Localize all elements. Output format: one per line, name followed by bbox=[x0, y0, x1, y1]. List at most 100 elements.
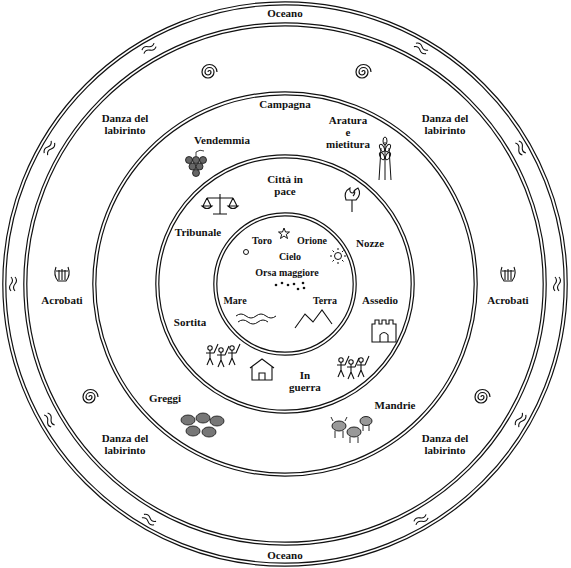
cow bbox=[332, 421, 346, 431]
wave-symbol bbox=[554, 277, 561, 291]
mountains bbox=[295, 310, 332, 328]
house bbox=[250, 359, 274, 380]
ring-line bbox=[27, 26, 543, 542]
wheat-grain bbox=[378, 152, 385, 161]
grape bbox=[189, 163, 196, 170]
cow-legs bbox=[331, 417, 369, 443]
dance-label: Acrobati bbox=[41, 294, 82, 306]
city-label: Nozze bbox=[356, 237, 384, 249]
sky-label: Cielo bbox=[279, 251, 301, 262]
torch-icon bbox=[345, 188, 360, 212]
dance-label: Danza del labirinto bbox=[99, 432, 151, 456]
tower-icon bbox=[372, 320, 396, 342]
ring-line bbox=[24, 23, 546, 545]
sheep bbox=[186, 426, 200, 436]
spiral-symbol bbox=[356, 65, 371, 79]
ring-line bbox=[93, 92, 477, 476]
ring-line bbox=[217, 216, 353, 352]
sortie-soldiers bbox=[206, 344, 240, 367]
spiral-symbol bbox=[202, 65, 217, 79]
ring-line bbox=[6, 5, 564, 563]
scales-icon bbox=[202, 194, 238, 214]
cattle-icon bbox=[331, 417, 372, 444]
country-label: Campagna bbox=[259, 98, 310, 110]
soldier-figure bbox=[347, 358, 359, 379]
city-label: In guerra bbox=[283, 369, 327, 393]
soldier-figure bbox=[217, 346, 229, 367]
sky-label: Toro bbox=[252, 235, 272, 246]
sheep bbox=[196, 413, 210, 423]
ring-band: Città in paceTribunaleNozzeAssedioSortit… bbox=[155, 154, 415, 414]
soldier-figure bbox=[206, 344, 218, 365]
grape bbox=[193, 170, 200, 177]
wheat-grain bbox=[384, 152, 391, 161]
torch bbox=[345, 188, 360, 212]
dance-label: Danza del labirinto bbox=[99, 112, 151, 136]
star-dot bbox=[293, 283, 296, 286]
house-icon bbox=[250, 359, 274, 380]
spirals bbox=[83, 65, 490, 404]
siege-soldiers bbox=[337, 356, 369, 379]
sun-symbol bbox=[335, 253, 342, 260]
ring-line bbox=[214, 213, 356, 355]
ring-line bbox=[96, 95, 474, 473]
lyre-symbol bbox=[55, 267, 69, 281]
ocean-label: Oceano bbox=[267, 7, 302, 19]
country-label: Aratura e mietitura bbox=[326, 114, 370, 150]
pleiades-symbol bbox=[244, 250, 249, 255]
star-dot bbox=[287, 284, 290, 287]
ocean-label: Oceano bbox=[267, 549, 302, 561]
wave-symbol bbox=[10, 277, 17, 291]
ring-line bbox=[3, 2, 567, 566]
spiral-symbol bbox=[83, 390, 98, 404]
star-symbol bbox=[279, 228, 290, 239]
star-dot bbox=[297, 288, 300, 291]
lyre-symbol bbox=[501, 267, 515, 281]
sheep-icon bbox=[181, 413, 224, 437]
star-dot bbox=[303, 287, 306, 290]
wheat-grain bbox=[383, 137, 387, 145]
great-bear-stars bbox=[275, 282, 306, 291]
ring-line bbox=[156, 155, 414, 413]
city-label: Tribunale bbox=[175, 226, 221, 238]
sky-label: Mare bbox=[223, 295, 246, 306]
tower bbox=[372, 320, 396, 342]
ring-outline bbox=[213, 212, 357, 356]
ring-band: Danza del labirintoDanza del labirintoAc… bbox=[23, 22, 547, 546]
grape bbox=[200, 157, 207, 164]
grape bbox=[196, 163, 203, 170]
country-label: Vendemmia bbox=[194, 134, 250, 146]
sheep bbox=[210, 416, 224, 426]
sky-label: Orsa maggiore bbox=[255, 267, 318, 278]
star-dot bbox=[275, 284, 278, 287]
star-dot bbox=[281, 282, 284, 285]
city-label: Città in pace bbox=[260, 173, 310, 197]
grape bbox=[193, 157, 200, 164]
dance-label: Acrobati bbox=[487, 294, 528, 306]
city-label: Sortita bbox=[174, 316, 206, 328]
sea-waves bbox=[236, 314, 276, 324]
sky-label: Terra bbox=[313, 295, 337, 306]
country-label: Greggi bbox=[149, 392, 181, 404]
dance-label: Danza del labirinto bbox=[419, 432, 471, 456]
grape-stem bbox=[196, 150, 204, 156]
ring-outline bbox=[92, 91, 478, 477]
ring-band: CampagnaAratura e mietituraVendemmiaGreg… bbox=[92, 91, 478, 477]
star-dot bbox=[302, 282, 305, 285]
soldier-figure bbox=[228, 344, 240, 365]
scales bbox=[202, 194, 238, 214]
sun-rays bbox=[330, 248, 346, 264]
ocean-waves bbox=[10, 42, 561, 526]
ring-line bbox=[159, 158, 411, 410]
soldier-figure bbox=[357, 356, 369, 377]
sky-label: Orione bbox=[297, 235, 327, 246]
sheep bbox=[202, 427, 216, 437]
country-label: Mandrie bbox=[375, 399, 416, 411]
city-label: Assedio bbox=[362, 294, 398, 306]
wheat-icon bbox=[378, 137, 391, 180]
ring-band: Toro OrioneCieloOrsa maggioreMare Terra bbox=[213, 212, 357, 356]
dance-label: Danza del labirinto bbox=[419, 112, 471, 136]
grapes-icon bbox=[186, 150, 207, 176]
